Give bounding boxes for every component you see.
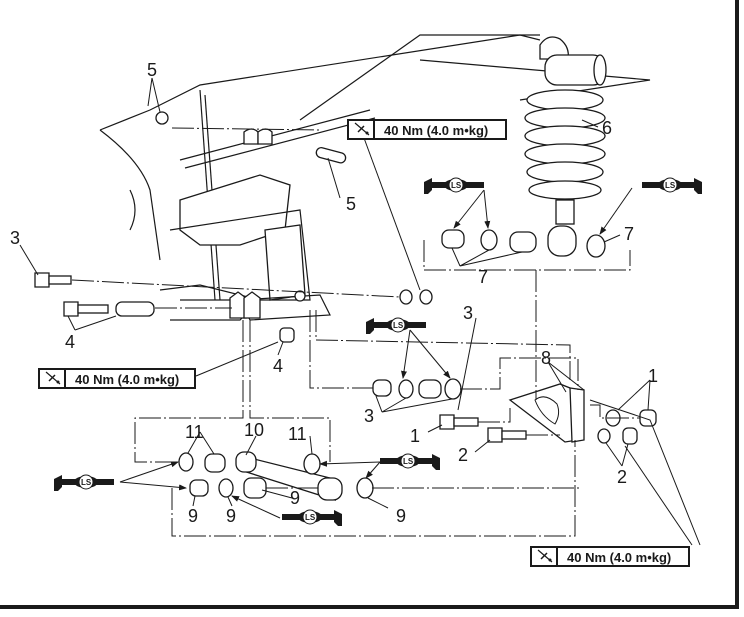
callout-5: 5	[346, 194, 356, 214]
frame-outline	[99, 34, 651, 321]
leader-lines	[19, 77, 701, 546]
shock-absorber	[524, 36, 607, 257]
grease-arrows	[119, 187, 633, 519]
callout-9: 9	[290, 488, 300, 508]
grease-label: LS	[665, 181, 676, 190]
callout-3: 3	[364, 406, 374, 426]
grease-label: LS	[403, 457, 414, 466]
hardware-parts	[34, 111, 657, 499]
grease-gun-icon: LS	[423, 177, 485, 195]
callout-1: 1	[410, 426, 420, 446]
torque-spec-top: 40 Nm (4.0 m•kg)	[347, 119, 507, 140]
callout-7: 7	[624, 224, 634, 244]
callout-7: 7	[478, 267, 488, 287]
callout-11: 11	[288, 424, 307, 444]
svg-text:LS: LS	[451, 181, 462, 190]
callout-2: 2	[617, 467, 627, 487]
svg-text:40 Nm (4.0 m•kg): 40 Nm (4.0 m•kg)	[384, 123, 488, 138]
callout-6: 6	[602, 118, 612, 138]
grease-gun-icon: LS	[53, 474, 115, 492]
callout-9: 9	[226, 506, 236, 526]
svg-text:40 Nm (4.0 m•kg): 40 Nm (4.0 m•kg)	[75, 372, 179, 387]
callout-4: 4	[65, 332, 75, 352]
svg-text:40 Nm (4.0 m•kg): 40 Nm (4.0 m•kg)	[567, 550, 671, 565]
connecting-rod	[235, 451, 343, 501]
callout-labels: 3 4 4 5 5 6 7 7 3 8 3 1 2 1 2 11 10 11 9…	[10, 60, 658, 526]
callout-1: 1	[648, 366, 658, 386]
callout-4: 4	[273, 356, 283, 376]
grease-label: LS	[305, 513, 316, 522]
callout-9: 9	[396, 506, 406, 526]
svg-text:LS: LS	[81, 478, 92, 487]
callout-3: 3	[463, 303, 473, 323]
svg-text:LS: LS	[393, 321, 404, 330]
assembly-lines	[71, 127, 640, 537]
callout-8: 8	[541, 348, 551, 368]
grease-gun-icon: LS	[365, 317, 427, 335]
torque-spec-bottom-right: 40 Nm (4.0 m•kg)	[530, 546, 690, 567]
callout-9: 9	[188, 506, 198, 526]
callout-11: 11	[185, 422, 204, 442]
callout-10: 10	[244, 420, 264, 440]
callout-3: 3	[10, 228, 20, 248]
relay-arm	[508, 383, 585, 443]
callout-2: 2	[458, 445, 468, 465]
torque-spec-left: 40 Nm (4.0 m•kg)	[38, 368, 196, 389]
callout-5: 5	[147, 60, 157, 80]
